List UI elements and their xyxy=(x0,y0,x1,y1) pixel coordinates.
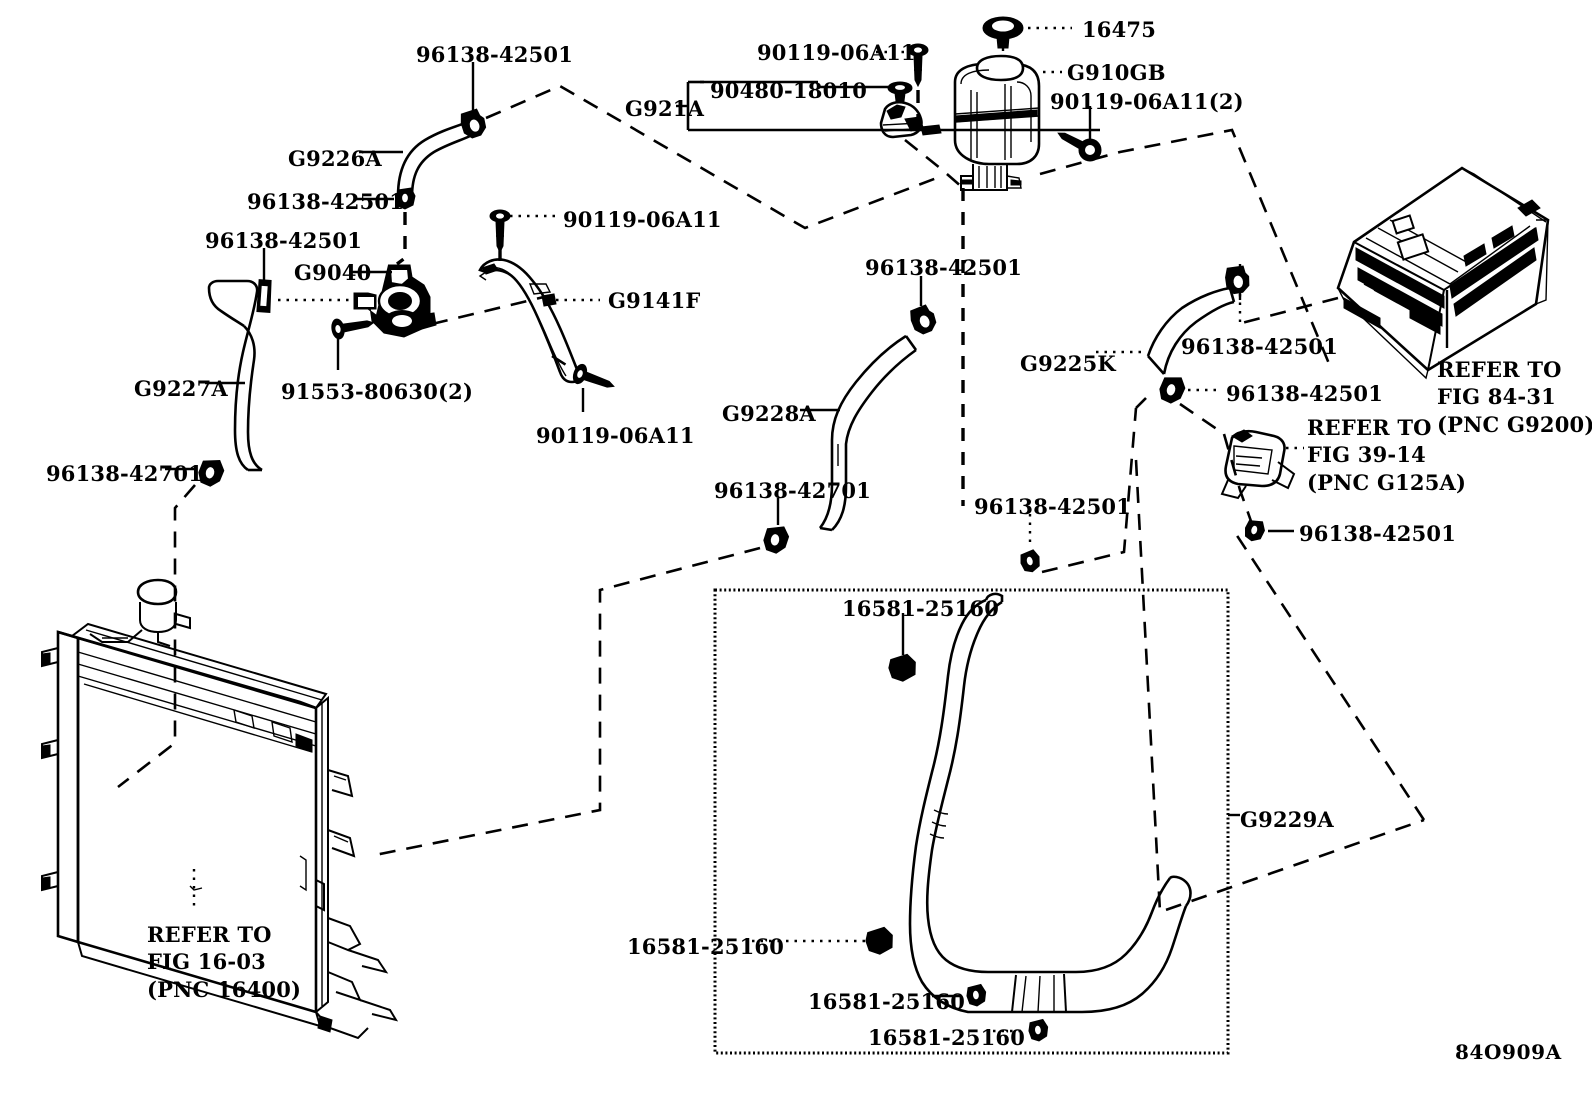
part-label-90480-18010-grommet: 90480-18010 xyxy=(710,78,868,103)
part-label-16581-25160-clamp-3: 16581-25160 xyxy=(808,989,966,1014)
refer-to-fig-16-03-line: (PNC 16400) xyxy=(147,976,302,1002)
refer-to-fig-39-14-line: FIG 39-14 xyxy=(1307,442,1426,468)
part-label-91553-80630-2-bolts: 91553-80630(2) xyxy=(281,379,474,404)
part-label-96138-42501-lower-center-clamp: 96138-42501 xyxy=(974,494,1132,519)
part-label-90119-06A11-bracket-lower-bolt: 90119-06A11 xyxy=(536,423,695,448)
part-label-90119-06A11-bolt-top: 90119-06A11 xyxy=(757,40,916,65)
part-label-G921A-bracket-assembly: G921A xyxy=(625,96,705,121)
part-label-96138-42501-right-upper-clamp: 96138-42501 xyxy=(1181,334,1339,359)
part-label-G9227A-hose: G9227A xyxy=(134,376,228,401)
part-label-96138-42501-lower-right-clamp: 96138-42501 xyxy=(1299,521,1457,546)
part-label-96138-42501-center-clamp: 96138-42501 xyxy=(865,255,1023,280)
part-label-16581-25160-clamp-4: 16581-25160 xyxy=(868,1025,1026,1050)
part-label-G9225K-hose: G9225K xyxy=(1020,351,1116,376)
refer-to-fig-84-31-line: (PNC G9200) xyxy=(1437,411,1592,437)
part-label-90119-06A11-bracket-bolt: 90119-06A11 xyxy=(563,207,722,232)
part-label-96138-42501-upper-clamp: 96138-42501 xyxy=(416,42,574,67)
refer-to-fig-84-31-line: REFER TO xyxy=(1437,357,1562,382)
part-label-G9141F-bracket: G9141F xyxy=(608,288,701,313)
refer-to-fig-39-14-line: REFER TO xyxy=(1307,415,1432,440)
part-label-96138-42701-center-lower-clamp: 96138-42701 xyxy=(714,478,872,503)
part-label-96138-42501-right-mid-clamp: 96138-42501 xyxy=(1226,381,1384,406)
refer-to-fig-16-03-line: FIG 16-03 xyxy=(147,949,266,975)
part-label-G910GB-reservoir-tank: G910GB xyxy=(1067,60,1166,85)
refer-to-fig-16-03-line: REFER TO xyxy=(147,922,272,947)
part-label-G9229A-hose: G9229A xyxy=(1240,807,1334,832)
part-label-96138-42501-left-clamp: 96138-42501 xyxy=(205,228,363,253)
part-label-16581-25160-clamp-2: 16581-25160 xyxy=(627,934,785,959)
part-label-G9040-water-pump: G9040 xyxy=(294,260,372,285)
refer-to-fig-84-31-line: FIG 84-31 xyxy=(1437,384,1556,410)
part-label-96138-42501-mid-clamp: 96138-42501 xyxy=(247,189,405,214)
refer-to-fig-39-14-line: (PNC G125A) xyxy=(1307,469,1467,495)
part-label-G9226A-hose: G9226A xyxy=(288,146,382,171)
part-label-16475-reservoir-cap: 16475 xyxy=(1082,17,1157,42)
figure-code: 84O909A xyxy=(1455,1040,1562,1064)
part-label-90119-06A11-2-bolts: 90119-06A11(2) xyxy=(1050,89,1244,114)
part-label-96138-42701-lower-left-clamp: 96138-42701 xyxy=(46,461,204,486)
part-label-G9228A-hose: G9228A xyxy=(722,401,816,426)
part-label-16581-25160-clamp-1: 16581-25160 xyxy=(842,596,1000,621)
